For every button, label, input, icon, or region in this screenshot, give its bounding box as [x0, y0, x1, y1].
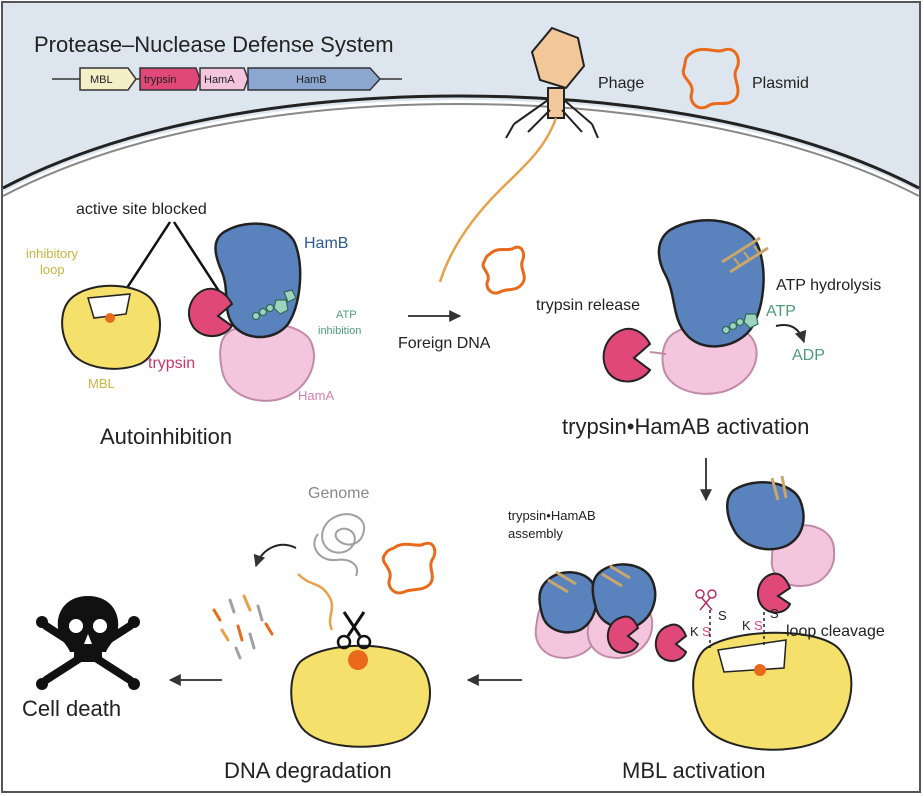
pointer-line-2	[172, 221, 228, 303]
assembly-label-2: assembly	[508, 526, 563, 541]
dna-ladder-icon	[721, 236, 769, 274]
loop-cleavage-label: loop cleavage	[786, 623, 885, 640]
active-mbl-site	[348, 650, 368, 670]
complex-trypsin-left-1	[606, 615, 640, 654]
foreign-plasmid-icon	[481, 245, 526, 295]
trypsin-protein	[188, 287, 234, 337]
hama-label: HamA	[298, 388, 334, 403]
dna-fragments	[212, 594, 274, 660]
atp-hydrolysis-label: ATP hydrolysis	[776, 277, 881, 294]
foreign-dna-label: Foreign DNA	[398, 335, 491, 352]
trypsin-label: trypsin	[148, 355, 195, 372]
complex-hamb-right	[726, 481, 805, 551]
trypsin-release-label: trypsin release	[536, 297, 640, 314]
trypsin-linker	[649, 351, 667, 355]
residue-s4: S	[770, 606, 779, 621]
atp-inhibition-label-2: inhibition	[318, 325, 361, 337]
mbl-activation-caption: MBL activation	[622, 758, 765, 783]
gene-mbl	[79, 67, 137, 91]
inhibitory-loop-label-1: inhibitory	[26, 246, 79, 261]
complex-trypsin-left-2	[654, 623, 688, 662]
atp-inhibition-label-1: ATP	[336, 309, 357, 321]
hama-protein	[219, 322, 315, 402]
activating-mbl-active-site	[754, 664, 766, 676]
residue-s1: S	[702, 624, 711, 639]
cell-membrane-inner	[2, 102, 920, 197]
plasmid-icon	[681, 47, 740, 110]
degradation-caption: DNA degradation	[224, 758, 392, 783]
gene-hamb	[247, 67, 382, 91]
inhibitory-loop-label-2: loop	[40, 262, 65, 277]
released-trypsin-protein	[602, 327, 652, 383]
gene-hama-label: HamA	[204, 74, 235, 86]
skull-crossbones-icon	[36, 596, 140, 690]
degradation-arrow	[253, 543, 297, 568]
operon: MBL trypsin HamA HamB	[52, 67, 402, 91]
scissors-icon	[336, 611, 372, 650]
phage-dna-strand	[438, 117, 558, 283]
hamb-label: HamB	[304, 235, 348, 252]
active-mbl-protein	[290, 644, 431, 748]
autoinhibition-caption: Autoinhibition	[100, 424, 232, 449]
complex-trypsin-right	[756, 572, 792, 614]
scissors-icon-small	[695, 589, 717, 611]
residue-k1: K	[690, 624, 699, 639]
gene-hamb-label: HamB	[296, 74, 327, 86]
gene-hama	[199, 67, 249, 91]
adp-label: ADP	[792, 347, 825, 364]
cell-death-label: Cell death	[22, 696, 121, 721]
residue-s3: S	[754, 618, 763, 633]
mbl-protein	[61, 284, 161, 370]
plasmid-label: Plasmid	[752, 75, 809, 92]
genome-label: Genome	[308, 485, 369, 502]
phage-label: Phage	[598, 75, 644, 92]
cell-membrane	[2, 94, 920, 190]
complex-dna-icon-right	[770, 475, 788, 501]
activation-atp-molecule	[721, 313, 759, 335]
mbl-active-site	[105, 313, 115, 323]
gene-trypsin-label: trypsin	[144, 74, 176, 86]
atp-label: ATP	[766, 303, 796, 320]
complex-hamb-left-1	[538, 571, 598, 634]
assembly-label-1: trypsin•HamAB	[508, 508, 596, 523]
hydrolysis-arrow	[775, 324, 807, 344]
genome-icon	[313, 513, 366, 577]
atp-molecule	[251, 289, 297, 321]
residue-s2: S	[718, 608, 727, 623]
residue-k2: K	[742, 618, 751, 633]
inhibitory-loop	[87, 293, 131, 319]
gene-mbl-label: MBL	[90, 74, 113, 86]
phage-dna-fragment	[297, 573, 334, 631]
page-title: Protease–Nuclease Defense System	[34, 32, 394, 57]
complex-dna-icons-left	[547, 564, 631, 594]
activation-caption: trypsin•HamAB activation	[562, 414, 809, 439]
active-site-blocked-label: active site blocked	[76, 201, 207, 218]
degraded-plasmid-icon	[381, 541, 437, 595]
gene-trypsin	[139, 67, 201, 91]
mbl-label: MBL	[88, 376, 115, 391]
